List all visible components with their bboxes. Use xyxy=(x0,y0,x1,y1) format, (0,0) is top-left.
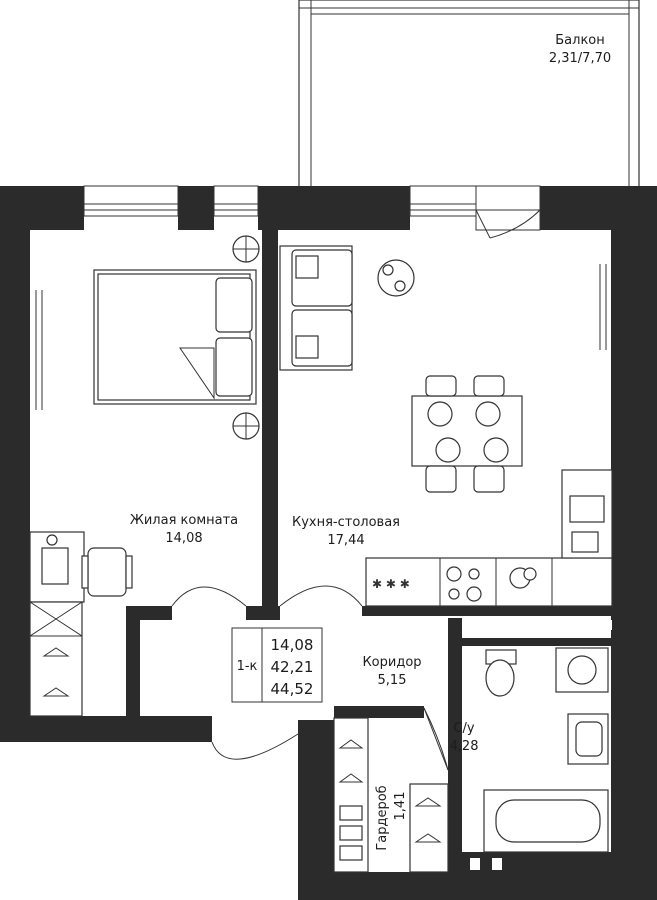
wardrobe-name: Гардероб xyxy=(375,785,390,850)
corridor-area: 5,15 xyxy=(378,673,407,688)
apartment-type: 1-к xyxy=(237,659,258,674)
walls xyxy=(0,186,657,900)
total-area: 42,21 xyxy=(271,658,314,676)
corridor xyxy=(211,707,449,771)
wardrobe xyxy=(333,717,449,873)
bathroom-area: 4,28 xyxy=(450,739,479,754)
living-area: 14,08 xyxy=(165,531,202,546)
balcony-area: 2,31/7,70 xyxy=(549,51,611,66)
kitchen-area: 17,44 xyxy=(327,533,364,548)
balcony-name: Балкон xyxy=(555,33,605,48)
windows xyxy=(83,185,541,239)
area-summary xyxy=(231,627,323,703)
wardrobe-area: 1,41 xyxy=(393,792,408,821)
bathroom xyxy=(462,646,611,853)
svg-text:✱ ✱ ✱: ✱ ✱ ✱ xyxy=(372,577,410,591)
total-with-balcony: 44,52 xyxy=(271,680,314,698)
corridor-name: Коридор xyxy=(362,655,421,670)
balcony xyxy=(298,0,640,191)
living-name: Жилая комната xyxy=(130,513,238,528)
wall-columns xyxy=(470,620,612,870)
living-area-total: 14,08 xyxy=(271,636,314,654)
kitchen-name: Кухня-столовая xyxy=(292,515,400,530)
living-room xyxy=(29,230,262,717)
bathroom-name: С/у xyxy=(453,721,474,736)
kitchen: ✱ ✱ ✱ xyxy=(279,245,613,607)
